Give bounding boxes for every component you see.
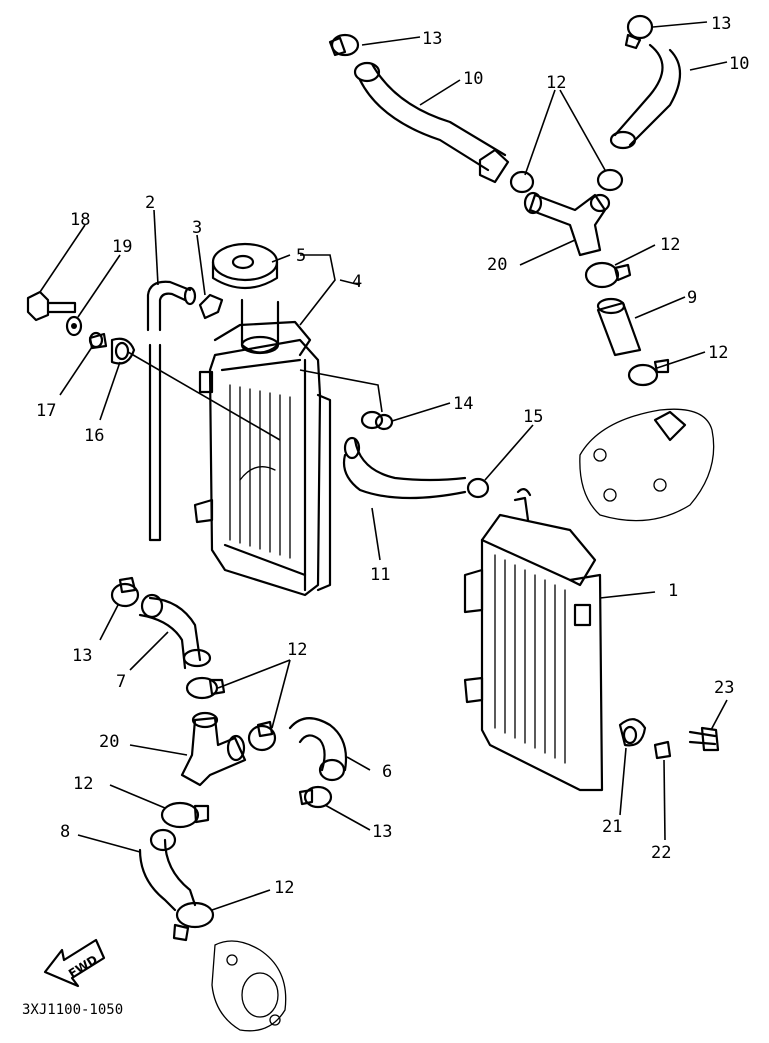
callout-13: 13 bbox=[711, 14, 731, 34]
callout-2: 2 bbox=[145, 193, 155, 213]
callout-8: 8 bbox=[60, 822, 70, 842]
grommet-21 bbox=[618, 718, 647, 747]
hose-8 bbox=[138, 828, 197, 912]
callout-6: 6 bbox=[382, 762, 392, 782]
callout-22: 22 bbox=[651, 843, 671, 863]
callout-3: 3 bbox=[192, 218, 202, 238]
callout-13: 13 bbox=[72, 646, 92, 666]
callout-17: 17 bbox=[36, 401, 56, 421]
collar-22 bbox=[653, 740, 672, 760]
callout-10: 10 bbox=[463, 69, 483, 89]
callout-10: 10 bbox=[729, 54, 749, 74]
diagram-code: 3XJ1100-1050 bbox=[22, 1002, 123, 1018]
callout-20: 20 bbox=[487, 255, 507, 275]
callout-19: 19 bbox=[112, 237, 132, 257]
bolt-18 bbox=[26, 290, 77, 322]
callout-labels: 13 13 10 10 12 20 12 9 12 2 3 5 4 18 19 … bbox=[36, 14, 749, 898]
callout-7: 7 bbox=[116, 672, 126, 692]
upper-hose-10-right bbox=[609, 43, 681, 150]
leader-lines bbox=[39, 21, 728, 911]
callout-23: 23 bbox=[714, 678, 734, 698]
callout-18: 18 bbox=[70, 210, 90, 230]
cylinder-head-outline bbox=[579, 408, 715, 522]
callout-12: 12 bbox=[708, 343, 728, 363]
water-pump-housing bbox=[211, 940, 287, 1032]
callout-5: 5 bbox=[296, 246, 306, 266]
callout-20: 20 bbox=[99, 732, 119, 752]
callout-13: 13 bbox=[422, 29, 442, 49]
joint-20-upper bbox=[523, 191, 611, 257]
callout-21: 21 bbox=[602, 817, 622, 837]
hose-clamp-15 bbox=[466, 477, 490, 499]
radiator-cap bbox=[211, 242, 280, 355]
collar-17 bbox=[88, 331, 108, 350]
fwd-arrow-icon: FWD bbox=[43, 938, 106, 988]
hose-clamp-14 bbox=[360, 410, 394, 431]
callout-9: 9 bbox=[687, 288, 697, 308]
callout-12: 12 bbox=[546, 73, 566, 93]
callout-12: 12 bbox=[660, 235, 680, 255]
callout-12: 12 bbox=[73, 774, 93, 794]
hose-6 bbox=[288, 717, 348, 782]
callout-14: 14 bbox=[453, 394, 473, 414]
upper-hose-10-left bbox=[353, 61, 510, 184]
callout-4: 4 bbox=[352, 272, 362, 292]
washer-19 bbox=[65, 315, 83, 337]
bolt-23 bbox=[688, 726, 720, 752]
hose-clamps bbox=[110, 14, 670, 942]
callout-13: 13 bbox=[372, 822, 392, 842]
overflow-hose bbox=[146, 280, 197, 542]
grommet-16 bbox=[110, 337, 136, 365]
callout-1: 1 bbox=[668, 581, 678, 601]
callout-15: 15 bbox=[523, 407, 543, 427]
hose-7 bbox=[138, 593, 212, 670]
clip-3 bbox=[198, 293, 224, 320]
left-radiator bbox=[193, 320, 332, 597]
hose-9 bbox=[596, 297, 642, 357]
callout-11: 11 bbox=[370, 565, 390, 585]
right-radiator bbox=[463, 488, 604, 792]
joint-20-lower bbox=[180, 711, 247, 787]
callout-16: 16 bbox=[84, 426, 104, 446]
callout-12: 12 bbox=[274, 878, 294, 898]
callout-12: 12 bbox=[287, 640, 307, 660]
radiator-hose-11 bbox=[342, 436, 467, 500]
